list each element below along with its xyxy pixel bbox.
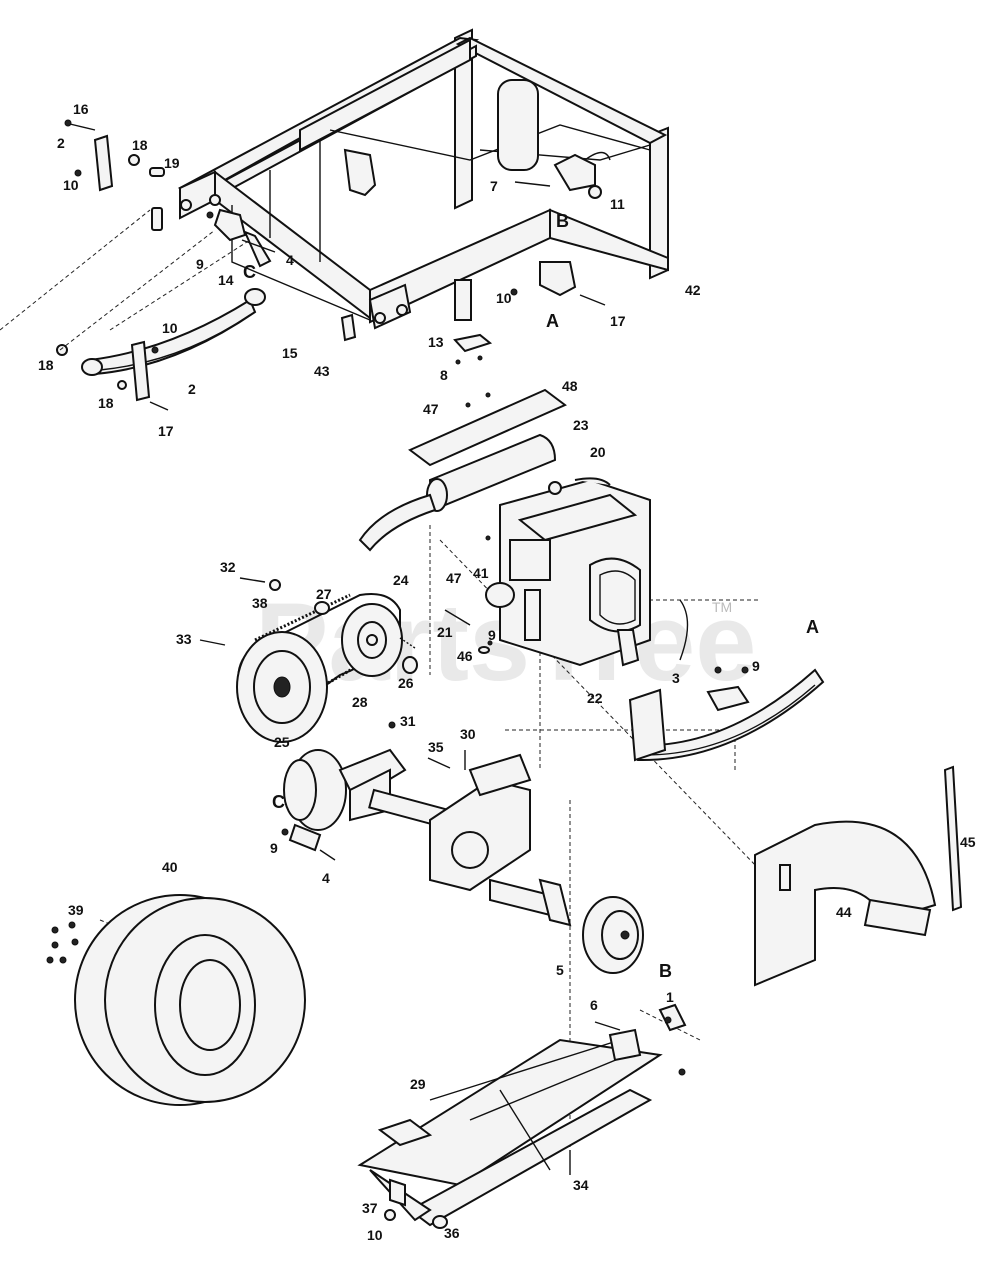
ref-letter-a: A: [546, 311, 559, 331]
fender-shield: [754, 765, 963, 987]
callout-14: 14: [218, 272, 234, 288]
callout-28: 28: [352, 694, 368, 710]
callout-39: 39: [68, 902, 84, 918]
callout-21: 21: [437, 624, 453, 640]
callout-17: 17: [158, 423, 174, 439]
callout-18: 18: [132, 137, 148, 153]
callout-43: 43: [314, 363, 330, 379]
leaf-spring-upper: [56, 288, 266, 411]
callout-18: 18: [38, 357, 54, 373]
callout-41: 41: [473, 565, 489, 581]
ref-letter-b-lower: B: [659, 961, 672, 981]
callout-27: 27: [316, 586, 332, 602]
callout-32: 32: [220, 559, 236, 575]
callout-42: 42: [685, 282, 701, 298]
callout-15: 15: [282, 345, 298, 361]
callout-8: 8: [440, 367, 448, 383]
callout-9: 9: [488, 627, 496, 643]
callout-9: 9: [196, 256, 204, 272]
callout-30: 30: [460, 726, 476, 742]
belt-and-pulleys: [199, 577, 418, 743]
callout-2: 2: [57, 135, 65, 151]
engine-assembly: [358, 388, 689, 667]
callout-6: 6: [590, 997, 598, 1013]
callout-18: 18: [98, 395, 114, 411]
transaxle-assembly: [281, 721, 644, 974]
callout-5: 5: [556, 962, 564, 978]
callout-44: 44: [836, 904, 852, 920]
callout-10: 10: [367, 1227, 383, 1243]
callout-3: 3: [672, 670, 680, 686]
callout-17: 17: [610, 313, 626, 329]
callout-26: 26: [398, 675, 414, 691]
callout-9: 9: [752, 658, 760, 674]
callout-35: 35: [428, 739, 444, 755]
callout-34: 34: [573, 1177, 589, 1193]
ref-letter-b: B: [556, 211, 569, 231]
callout-45: 45: [960, 834, 976, 850]
leaf-spring-engine: [628, 666, 825, 762]
callout-29: 29: [410, 1076, 426, 1092]
frame-hardware: [64, 119, 606, 365]
callout-1: 1: [666, 989, 674, 1005]
main-frame: [177, 28, 669, 330]
callout-2: 2: [188, 381, 196, 397]
rear-wheel: [46, 894, 306, 1106]
callout-13: 13: [428, 334, 444, 350]
ref-letter-a-engine: A: [806, 617, 819, 637]
callout-23: 23: [573, 417, 589, 433]
callout-25: 25: [274, 734, 290, 750]
callout-47: 47: [423, 401, 439, 417]
callout-4: 4: [322, 870, 330, 886]
callout-10: 10: [496, 290, 512, 306]
callout-38: 38: [252, 595, 268, 611]
callout-19: 19: [164, 155, 180, 171]
callout-37: 37: [362, 1200, 378, 1216]
callout-31: 31: [400, 713, 416, 729]
lower-frame: [357, 1003, 687, 1229]
callout-40: 40: [162, 859, 178, 875]
callout-10: 10: [162, 320, 178, 336]
callout-9: 9: [270, 840, 278, 856]
watermark-tm: TM: [712, 599, 732, 615]
callout-24: 24: [393, 572, 409, 588]
callout-48: 48: [562, 378, 578, 394]
callout-36: 36: [444, 1225, 460, 1241]
callout-11: 11: [610, 196, 625, 212]
callout-46: 46: [457, 648, 473, 664]
callout-labels: 16 2 18 19 10 9 14 C 4 10 15 18 18 2 17 …: [38, 101, 976, 1243]
callout-47: 47: [446, 570, 462, 586]
callout-33: 33: [176, 631, 192, 647]
callout-22: 22: [587, 690, 603, 706]
callout-10: 10: [63, 177, 79, 193]
callout-16: 16: [73, 101, 89, 117]
callout-7: 7: [490, 178, 498, 194]
callout-4: 4: [286, 252, 294, 268]
ref-letter-c: C: [243, 262, 256, 282]
callout-20: 20: [590, 444, 606, 460]
ref-letter-c-axle: C: [272, 792, 285, 812]
